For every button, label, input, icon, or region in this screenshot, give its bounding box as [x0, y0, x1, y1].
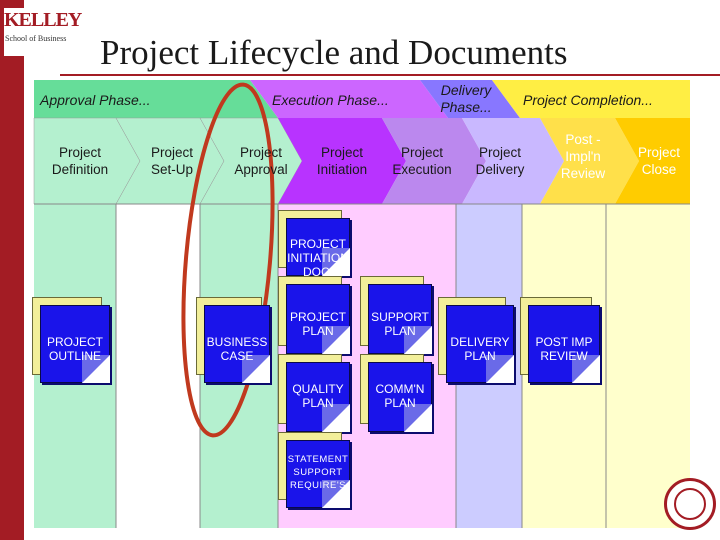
phase-label-execution: Execution Phase...	[272, 92, 389, 108]
doc-quality-plan: QUALITY PLAN	[278, 354, 350, 432]
doc-label: BUSINESS CASE	[206, 335, 268, 363]
title-underline	[60, 74, 720, 76]
doc-label: DELIVERY PLAN	[450, 335, 510, 363]
doc-label: POST IMP REVIEW	[535, 335, 593, 363]
doc-statement-support: STATEMENT SUPPORT REQUIRE'S	[278, 432, 350, 508]
doc-project-outline: PROJECT OUTLINE	[32, 297, 110, 383]
doc-label: PROJECT OUTLINE	[46, 335, 103, 363]
doc-project-initiation: PROJECT INITIATION DOC.	[278, 210, 350, 279]
phase-label-approval: Approval Phase...	[40, 92, 151, 108]
step-chevron-execution	[382, 118, 486, 204]
phase-chevron-completion	[492, 80, 690, 118]
phase-label-completion: Project Completion...	[523, 92, 653, 108]
doc-label: COMM'N PLAN	[375, 382, 425, 410]
brand-sidebar	[0, 0, 24, 540]
phase-label-delivery: Delivery Phase...	[440, 82, 492, 115]
step-label-definition: Project Definition	[51, 145, 109, 177]
doc-delivery-plan: DELIVERY PLAN	[438, 297, 514, 383]
doc-label: PROJECT PLAN	[289, 310, 346, 338]
step-chevron-delivery	[462, 118, 564, 204]
phase-chevron-delivery	[420, 80, 520, 118]
doc-label: PROJECT INITIATION DOC.	[287, 237, 349, 279]
column-project-close	[606, 204, 690, 528]
doc-post-imp-review: POST IMP REVIEW	[520, 297, 600, 383]
kelley-logo: KELLEY School of Business	[4, 8, 82, 56]
logo-sub-text: School of Business	[5, 34, 67, 43]
page-title: Project Lifecycle and Documents	[100, 33, 568, 72]
doc-project-plan: PROJECT PLAN	[278, 276, 350, 354]
university-seal	[664, 478, 716, 530]
step-label-close: Project Close	[637, 145, 681, 177]
doc-label: SUPPORT PLAN	[371, 310, 429, 338]
step-label-delivery: Project Delivery	[475, 145, 525, 177]
step-chevron-initiation	[278, 118, 406, 204]
logo-main-text: KELLEY	[4, 9, 82, 31]
phase-chevron-execution	[250, 80, 448, 118]
step-label-setup: Project Set-Up	[150, 145, 194, 177]
doc-support-plan: SUPPORT PLAN	[360, 276, 432, 354]
doc-business-case: BUSINESS CASE	[196, 297, 270, 383]
step-label-execution: Project Execution	[392, 145, 452, 177]
step-chevron-post-review	[540, 118, 639, 204]
step-label-post-review: Post - Impl'n Review	[560, 132, 606, 181]
doc-label: QUALITY PLAN	[292, 382, 344, 410]
doc-label: STATEMENT SUPPORT REQUIRE'S	[287, 454, 349, 491]
step-chevron-close	[615, 118, 690, 204]
highlight-ellipse	[181, 82, 275, 438]
doc-comm-plan: COMM'N PLAN	[360, 354, 432, 432]
step-label-approval: Project Approval	[234, 145, 288, 177]
step-label-initiation: Project Initiation	[316, 145, 368, 177]
